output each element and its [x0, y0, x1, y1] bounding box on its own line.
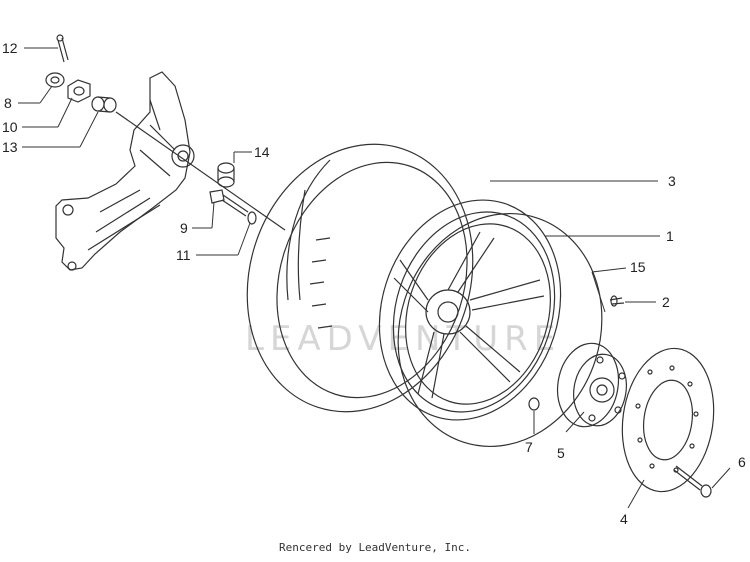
spacer-bushing — [91, 96, 117, 113]
callout-11: 11 — [176, 247, 191, 263]
callout-10: 10 — [2, 119, 18, 135]
callout-15: 15 — [630, 259, 646, 275]
callout-labels: 12 8 10 13 14 9 11 3 1 15 2 7 5 4 6 — [2, 40, 746, 527]
callout-3: 3 — [668, 173, 676, 189]
washer-nut — [67, 79, 91, 103]
axle-line — [115, 111, 286, 231]
callout-13: 13 — [2, 139, 18, 155]
castle-nut — [45, 72, 65, 88]
o-ring — [397, 212, 603, 448]
washer-11 — [247, 211, 257, 225]
callout-6: 6 — [738, 454, 746, 470]
callout-7: 7 — [525, 439, 533, 455]
bolt-9 — [209, 189, 249, 217]
callout-4: 4 — [620, 511, 628, 527]
callout-2: 2 — [662, 294, 670, 310]
disc-bolt — [673, 465, 712, 498]
callout-12: 12 — [2, 40, 18, 56]
hub-flange — [556, 342, 627, 428]
tire — [246, 143, 474, 413]
render-credit: Rencered by LeadVenture, Inc. — [278, 541, 472, 554]
brake-disc — [621, 347, 715, 493]
callout-1: 1 — [666, 228, 674, 244]
cotter-pin — [56, 34, 69, 63]
callout-9: 9 — [180, 220, 188, 236]
swing-arm-bracket — [55, 71, 195, 271]
callout-5: 5 — [557, 445, 565, 461]
nut-7 — [528, 397, 540, 411]
callout-14: 14 — [254, 144, 270, 160]
callout-8: 8 — [4, 95, 12, 111]
bushing-14 — [217, 162, 235, 188]
watermark: LEADVENTURE — [245, 319, 561, 359]
valve-stem — [609, 295, 625, 307]
wheel-rim — [378, 199, 562, 421]
leader-lines — [18, 47, 731, 509]
